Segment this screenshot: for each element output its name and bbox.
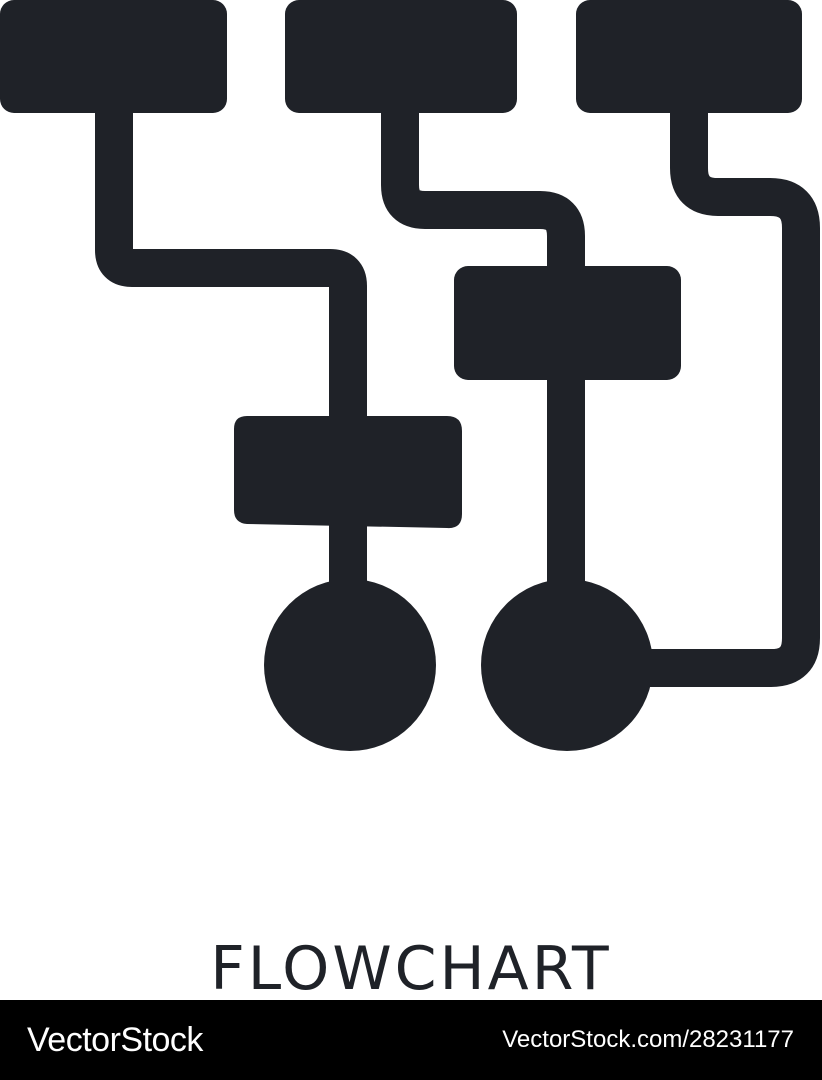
flowchart-connector-middle xyxy=(381,110,585,270)
flowchart-end-node-right xyxy=(481,579,653,751)
flowchart-mid-box-left xyxy=(234,416,462,529)
brand-logo: VectorStock xyxy=(27,1021,203,1059)
flowchart-end-node-left xyxy=(264,579,436,751)
image-id-text: VectorStock.com/28231177 xyxy=(502,1026,794,1053)
flowchart-top-box-right xyxy=(576,0,802,113)
flowchart-icon xyxy=(0,0,820,751)
watermark-bar: VectorStock VectorStock.com/28231177 xyxy=(0,1000,822,1080)
flowchart-top-box-left xyxy=(0,0,227,113)
flowchart-top-box-middle xyxy=(285,0,517,113)
icon-caption: FLOWCHART xyxy=(210,938,612,1000)
flowchart-connector-right xyxy=(640,110,820,687)
flowchart-connector-left xyxy=(95,110,367,420)
flowchart-mid-box-right xyxy=(454,266,681,380)
